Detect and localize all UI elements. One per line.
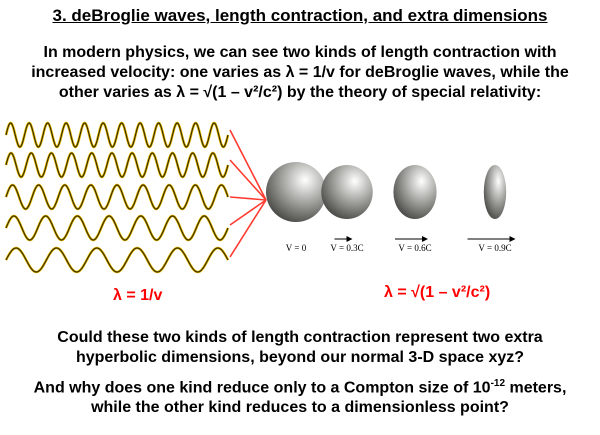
relativity-formula: λ = √(1 – v²/c²) [384, 284, 491, 301]
question-line: Could these two kinds of length contract… [57, 329, 543, 346]
intro-text: In modern physics, we can see two kinds … [0, 43, 600, 103]
connector-line [229, 159, 267, 201]
intro-line: other varies as λ = √(1 – v²/c²) by the … [58, 84, 542, 101]
slide-title: 3. deBroglie waves, length contraction, … [52, 6, 548, 25]
debroglie-wave-line [5, 122, 229, 148]
sphere [483, 165, 507, 219]
exponent: -12 [490, 378, 506, 389]
sphere [393, 165, 437, 219]
text: meters, [505, 379, 567, 397]
question-line: while the other kind reduces to a dimens… [91, 399, 509, 417]
connector-line [229, 129, 267, 201]
debroglie-wave-line [5, 215, 229, 241]
question-one: Could these two kinds of length contract… [0, 328, 600, 368]
debroglie-wave [4, 183, 230, 211]
question-two: And why does one kind reduce only to a C… [0, 374, 600, 418]
question-line: hyperbolic dimensions, beyond our normal… [75, 349, 525, 366]
intro-line: increased velocity: one varies as λ = 1/… [31, 64, 569, 81]
debroglie-wave-line [5, 184, 229, 210]
velocity-label: V = 0 [286, 243, 307, 253]
question-line: And why does one kind reduce only to a C… [0, 374, 600, 398]
debroglie-wave-line [5, 247, 229, 273]
debroglie-formula: λ = 1/v [113, 287, 163, 304]
sphere [321, 165, 373, 219]
sphere [266, 162, 326, 222]
text: And why does one kind reduce only to a C… [33, 379, 491, 397]
connector-line [229, 199, 267, 258]
velocity-label: V = 0.9C [478, 243, 511, 253]
debroglie-wave [4, 246, 230, 274]
connector-line [229, 196, 267, 201]
intro-line: In modern physics, we can see two kinds … [43, 44, 557, 61]
velocity-label: V = 0.6C [398, 243, 431, 253]
connector-line [229, 199, 267, 226]
debroglie-wave-line [5, 152, 229, 178]
velocity-label: V = 0.3C [330, 243, 363, 253]
